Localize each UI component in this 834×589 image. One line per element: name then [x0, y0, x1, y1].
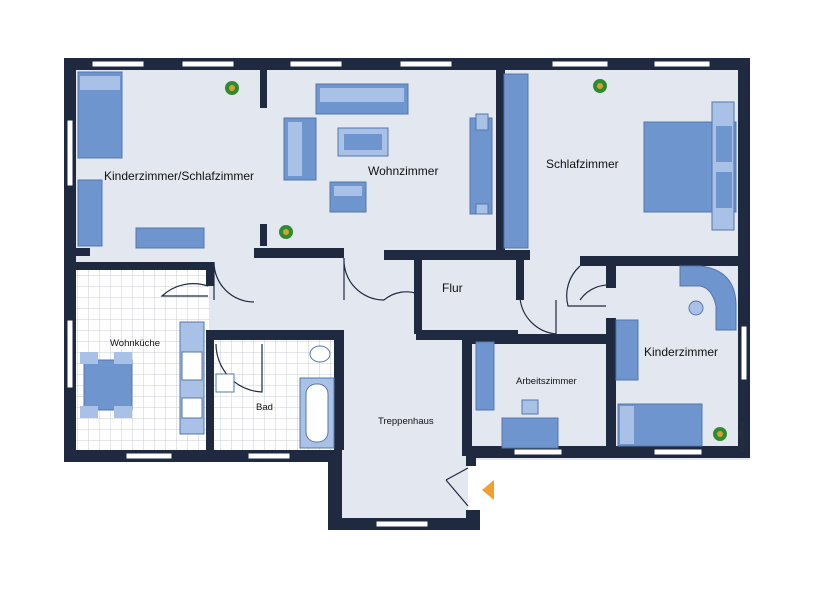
room-label-kinderzimmer-schlafzimmer: Kinderzimmer/Schlafzimmer — [104, 169, 254, 183]
watermark-logo: immoffice — [739, 422, 746, 452]
shelf — [475, 341, 495, 411]
room-label-wohnzimmer: Wohnzimmer — [368, 164, 438, 178]
cabinet — [77, 179, 103, 247]
desk — [135, 227, 205, 249]
toilet — [309, 345, 331, 363]
room-label-flur: Flur — [442, 281, 463, 295]
corner-desk — [679, 265, 737, 331]
room-label-bad: Bad — [256, 402, 273, 413]
wardrobe — [503, 73, 529, 249]
plants — [225, 79, 727, 441]
room-label-treppenhaus: Treppenhaus — [378, 416, 434, 427]
office-desk — [501, 417, 559, 449]
room-label-schlafzimmer: Schlafzimmer — [546, 157, 619, 171]
entrance-arrow-icon — [482, 480, 494, 500]
tv-unit — [469, 117, 493, 215]
kids-cabinet — [615, 319, 639, 381]
room-label-wohnkueche: Wohnküche — [110, 338, 160, 349]
room-label-arbeitszimmer: Arbeitszimmer — [516, 376, 577, 387]
sink — [215, 373, 235, 393]
furniture — [77, 71, 737, 449]
dining-table — [83, 359, 133, 411]
doors — [160, 257, 617, 507]
windows — [66, 60, 748, 528]
room-label-kinderzimmer: Kinderzimmer — [644, 345, 718, 359]
